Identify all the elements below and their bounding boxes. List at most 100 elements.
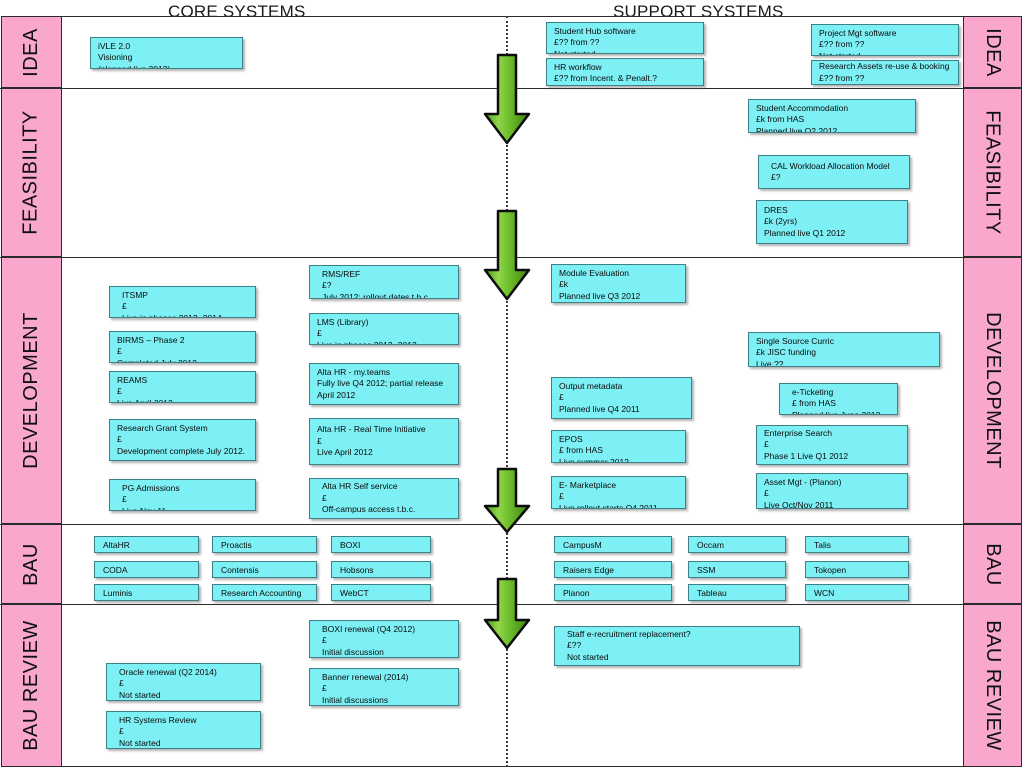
bau-system-proactis[interactable]: Proactis — [212, 536, 317, 553]
project-card-oracle-renewal[interactable]: Oracle renewal (Q2 2014)£Not started — [106, 663, 261, 701]
project-card-boxi-renewal[interactable]: BOXI renewal (Q4 2012)£Initial discussio… — [309, 620, 459, 658]
bau-system-webct[interactable]: WebCT — [331, 584, 431, 601]
card-line-0: Research Assets re-use & booking — [819, 61, 950, 72]
project-card-output-metadata[interactable]: Output metadata£Planned live Q4 2011 — [551, 377, 692, 419]
card-line-2: Live in phases 2012 -2013 — [317, 339, 417, 345]
bau-system-ssm[interactable]: SSM — [688, 561, 786, 578]
card-line-1: £? — [322, 280, 332, 291]
stage-label-right-bau-review: BAU REVIEW — [963, 604, 1022, 767]
project-card-dres[interactable]: DRES£k (2yrs)Planned live Q1 2012 — [756, 200, 908, 244]
project-card-research-assets[interactable]: Research Assets re-use & booking £?? fro… — [811, 60, 959, 85]
project-card-research-grant-system[interactable]: Research Grant System£Development comple… — [109, 419, 256, 461]
bau-system-campusm[interactable]: CampusM — [554, 536, 672, 553]
card-line-0: E- Marketplace — [559, 480, 617, 490]
card-line-0: Alta HR - my.teams — [317, 366, 391, 377]
project-card-asset-mgt-planon[interactable]: Asset Mgt - (Planon)£Live Oct/Nov 2011 — [756, 473, 908, 509]
project-card-reams[interactable]: REAMS£Live April 2012 — [109, 371, 256, 403]
card-line-1: £?? from ?? — [819, 72, 865, 83]
card-line-0: e-Ticketing — [792, 387, 834, 397]
card-line-0: DRES — [764, 204, 788, 215]
stage-text: DEVELOPMENT — [982, 312, 1004, 469]
card-line-0: Alta HR - Real Time Initiative — [317, 424, 426, 435]
card-line-1: £ — [322, 635, 327, 646]
stage-text: IDEA — [20, 27, 42, 77]
card-line-2: Not started — [119, 737, 161, 748]
bau-system-coda[interactable]: CODA — [94, 561, 199, 578]
card-line-0: Output metadata — [559, 380, 623, 391]
stage-text: BAU REVIEW — [982, 620, 1005, 751]
card-line-0: BOXI renewal (Q4 2012) — [322, 624, 416, 634]
stage-text: BAU — [20, 542, 42, 586]
project-card-cal-workload-allocation-model[interactable]: CAL Workload Allocation Model£? — [758, 155, 910, 189]
card-line-1: £ from HAS — [792, 398, 836, 409]
card-line-2: Initial discussions — [322, 694, 389, 705]
card-line-1: £k — [559, 279, 568, 290]
card-line-0: EPOS — [559, 434, 583, 444]
bau-system-altahr[interactable]: AltaHR — [94, 536, 199, 553]
project-card-alta-hr-self-service[interactable]: Alta HR Self service£Off-campus access t… — [309, 478, 459, 519]
card-line-2: Not started — [554, 48, 596, 54]
card-line-1: £ — [764, 488, 769, 499]
flow-arrow-bau-to-bau-review — [483, 577, 531, 650]
card-line-2: Live summer 2012 — [559, 456, 629, 463]
bau-system-talis[interactable]: Talis — [805, 536, 909, 553]
stage-label-left-bau: BAU — [1, 524, 62, 604]
card-line-2: Development complete July 2012. — [117, 445, 246, 456]
project-card-alta-hr-real-time-initiative[interactable]: Alta HR - Real Time Initiative£Live Apri… — [309, 418, 459, 465]
card-line-2: Not started — [119, 689, 161, 700]
card-line-1: £ — [764, 439, 769, 450]
card-line-1: £k JISC funding — [756, 347, 817, 358]
card-line-1: £ — [122, 301, 127, 312]
card-line-1: Fully live Q4 2012; partial release — [317, 378, 444, 389]
project-card-hr-systems-review[interactable]: HR Systems Review£Not started — [106, 711, 261, 749]
card-line-0: ITSMP — [122, 290, 148, 300]
project-card-project-mgt-software[interactable]: Project Mgt software£?? from ??Not start… — [811, 24, 959, 56]
stage-text: FEASIBILITY — [982, 110, 1004, 235]
project-card-banner-renewal[interactable]: Banner renewal (2014)£Initial discussion… — [309, 668, 459, 706]
card-line-0: HR Systems Review — [119, 715, 197, 725]
card-line-0: Alta HR Self service — [322, 481, 398, 492]
project-card-hr-workflow[interactable]: HR workflow£?? from Incent. & Penalt.?No… — [546, 58, 704, 86]
card-line-2: Phase 1 Live Q1 2012 — [764, 450, 849, 461]
project-card-enterprise-search[interactable]: Enterprise Search£Phase 1 Live Q1 2012 — [756, 425, 908, 465]
card-line-2: Live April 2012 — [117, 397, 173, 403]
project-card-itsmp[interactable]: ITSMP£Live in phases 2012 -2014 — [109, 286, 256, 318]
bau-system-boxi[interactable]: BOXI — [331, 536, 431, 553]
card-line-1: £ — [117, 434, 122, 445]
bau-system-tableau[interactable]: Tableau — [688, 584, 786, 601]
card-line-0: Banner renewal (2014) — [322, 672, 409, 682]
card-line-0: RMS/REF — [322, 269, 361, 279]
bau-system-contensis[interactable]: Contensis — [212, 561, 317, 578]
bau-system-raisers-edge[interactable]: Raisers Edge — [554, 561, 672, 578]
card-line-0: PG Admissions — [122, 483, 180, 493]
stage-text: FEASIBILITY — [20, 110, 42, 235]
project-card-pg-admissions[interactable]: PG Admissions£Live Nov 11 — [109, 479, 256, 511]
project-card-lms-library[interactable]: LMS (Library)£Live in phases 2012 -2013 — [309, 313, 459, 345]
card-line-0: Student Hub software — [554, 26, 636, 36]
bau-system-hobsons[interactable]: Hobsons — [331, 561, 431, 578]
project-card-staff-e-recruitment-replacement[interactable]: Staff e-recruitment replacement?£??Not s… — [554, 626, 800, 666]
bau-system-planon[interactable]: Planon — [554, 584, 672, 601]
flow-arrow-idea-to-feasibility — [483, 53, 531, 145]
card-line-0: REAMS — [117, 375, 148, 385]
project-card-student-hub-software[interactable]: Student Hub software£?? from ??Not start… — [546, 22, 704, 54]
bau-system-luminis[interactable]: Luminis — [94, 584, 199, 601]
card-line-0: Asset Mgt - (Planon) — [764, 477, 842, 487]
card-line-2: Not started — [567, 651, 609, 662]
card-line-2: Off-campus access t.b.c. — [322, 504, 416, 515]
project-card-rms-ref[interactable]: RMS/REF£?July 2012; rollout dates t.b.c. — [309, 265, 459, 299]
project-card-birms-phase-2[interactable]: BIRMS – Phase 2£Completed July 2012 — [109, 331, 256, 363]
bau-system-wcn[interactable]: WCN — [805, 584, 909, 601]
bau-system-tokopen[interactable]: Tokopen — [805, 561, 909, 578]
card-line-2: July 2012; rollout dates t.b.c. — [322, 291, 431, 299]
bau-system-research-accounting[interactable]: Research Accounting — [212, 584, 317, 601]
bau-system-occam[interactable]: Occam — [688, 536, 786, 553]
project-card-e-marketplace[interactable]: E- Marketplace£Live rollout starts Q4 20… — [551, 476, 686, 509]
